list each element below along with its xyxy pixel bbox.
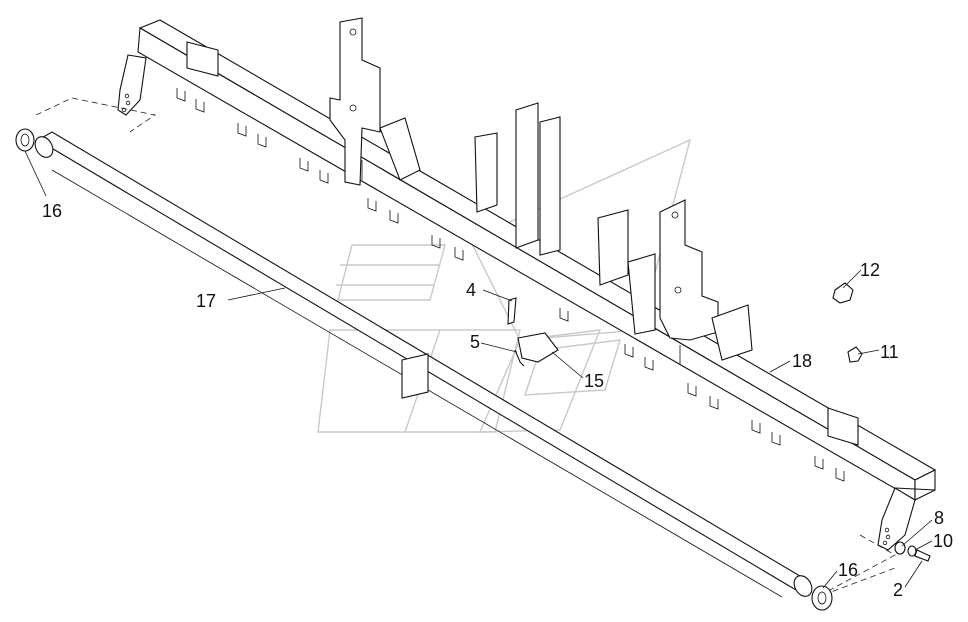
clamp xyxy=(517,332,559,363)
lock-washer xyxy=(907,545,917,557)
right-end-bracket xyxy=(877,487,916,551)
callout-15: 15 xyxy=(584,371,604,391)
callout-5: 5 xyxy=(470,332,480,352)
nut-small xyxy=(847,346,863,363)
callout-17: 17 xyxy=(196,291,216,311)
washer xyxy=(894,541,906,555)
upright-plates xyxy=(329,17,753,361)
callout-labels: 16 17 4 5 15 12 11 18 8 10 2 16 xyxy=(42,201,953,600)
bolt-small xyxy=(514,349,525,367)
screw xyxy=(914,549,931,562)
right-mount-leader xyxy=(814,534,896,599)
left-mount-leader xyxy=(35,97,157,133)
callout-8: 8 xyxy=(934,508,944,528)
frame-beam xyxy=(137,19,937,501)
end-cap-right xyxy=(811,585,833,611)
callout-2: 2 xyxy=(893,580,903,600)
callout-11: 11 xyxy=(880,342,899,362)
callout-18: 18 xyxy=(792,351,812,371)
nut-large xyxy=(832,282,854,304)
left-end-bracket xyxy=(117,54,147,116)
callout-16-left: 16 xyxy=(42,201,62,221)
tine-brackets xyxy=(176,88,845,482)
callout-16-right: 16 xyxy=(838,560,858,580)
callout-12: 12 xyxy=(860,260,880,280)
callout-4: 4 xyxy=(466,280,476,300)
bolt xyxy=(507,297,517,325)
callout-10: 10 xyxy=(933,531,953,551)
tube-shaft xyxy=(34,131,813,598)
leader-lines xyxy=(24,150,933,589)
end-cap-left xyxy=(15,128,35,152)
